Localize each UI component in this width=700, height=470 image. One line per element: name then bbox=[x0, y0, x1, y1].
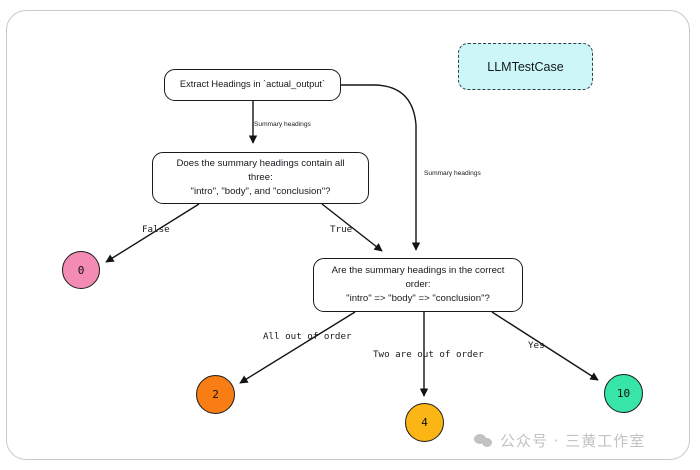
node-score-two[interactable]: 2 bbox=[196, 375, 235, 414]
edge-label-false: False bbox=[142, 224, 170, 235]
edge-label-yes: Yes bbox=[528, 340, 545, 351]
node-decision-order-text: Are the summary headings in the correct … bbox=[324, 264, 512, 306]
edge-label-all-out-of-order: All out of order bbox=[263, 331, 352, 342]
node-decision-contains-all-three[interactable]: Does the summary headings contain all th… bbox=[152, 152, 369, 204]
node-decision-contains-line2: "intro", "body", and "conclusion"? bbox=[190, 185, 331, 197]
node-score-four[interactable]: 4 bbox=[405, 403, 444, 442]
node-score-zero[interactable]: 0 bbox=[62, 251, 100, 289]
edge-label-summary-headings-2: Summary headings bbox=[424, 170, 481, 177]
node-decision-order-line1: Are the summary headings in the correct … bbox=[331, 265, 505, 291]
node-score-four-label: 4 bbox=[421, 416, 428, 429]
node-decision-correct-order[interactable]: Are the summary headings in the correct … bbox=[313, 258, 523, 312]
watermark-text: 公众号 · 三黄工作室 bbox=[500, 432, 646, 450]
node-decision-contains-text: Does the summary headings contain all th… bbox=[163, 157, 358, 199]
node-score-two-label: 2 bbox=[212, 388, 219, 401]
node-decision-contains-line1: Does the summary headings contain all th… bbox=[176, 158, 345, 184]
node-extract-headings[interactable]: Extract Headings in `actual_output` bbox=[164, 69, 341, 101]
edge-label-summary-headings-1: Summary headings bbox=[254, 121, 311, 128]
edge-label-two-are-out-of-order: Two are out of order bbox=[373, 349, 484, 360]
edge-label-true: True bbox=[330, 224, 353, 235]
node-llm-test-case[interactable]: LLMTestCase bbox=[458, 43, 593, 90]
watermark: 公众号 · 三黄工作室 bbox=[474, 430, 645, 451]
node-extract-headings-label: Extract Headings in `actual_output` bbox=[179, 79, 326, 90]
node-score-zero-label: 0 bbox=[77, 263, 85, 277]
wechat-icon bbox=[474, 433, 493, 449]
node-llm-test-case-label: LLMTestCase bbox=[487, 59, 564, 74]
node-decision-order-line2: "intro" => "body" => "conclusion"? bbox=[346, 292, 490, 304]
node-score-ten-label: 10 bbox=[616, 387, 631, 400]
node-score-ten[interactable]: 10 bbox=[604, 374, 643, 413]
